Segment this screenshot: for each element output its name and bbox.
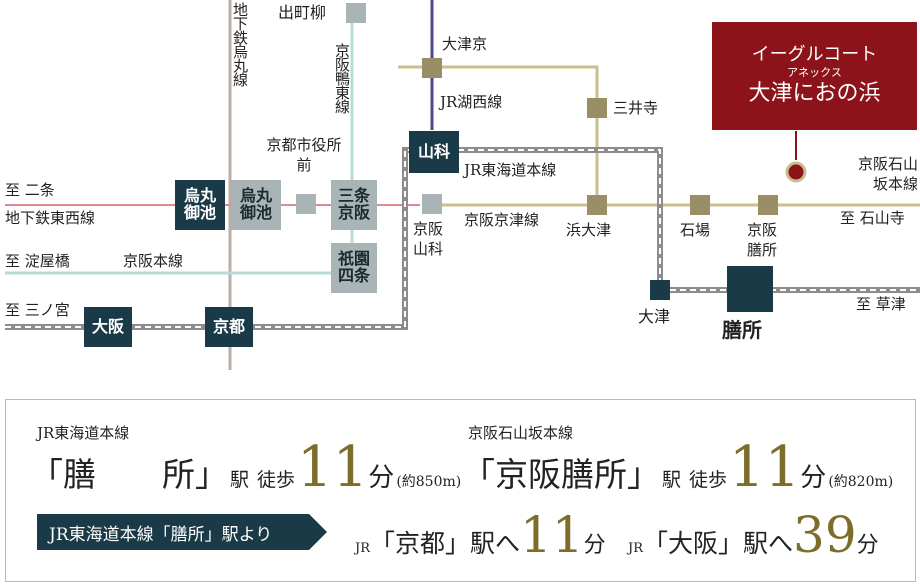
property-callout: イーグルコート アネックス 大津におの浜 [712,22,917,130]
from-zeze-banner: JR東海道本線「膳所」駅より [37,514,327,550]
label-kyoto-shiyakusho: 京都市役所前 [266,136,342,174]
info-eki-1: 駅 [230,469,250,491]
station-kyoto-label: 京都 [212,316,245,336]
property-name-line2: アネックス [787,65,842,79]
info-fun-3: 分 [583,533,606,558]
info-fun-1: 分 [368,463,395,493]
railway-lines [5,0,920,370]
label-miidera: 三井寺 [613,99,659,117]
label-zeze: 膳所 [722,318,762,342]
info-fun-2: 分 [800,463,827,493]
from-zeze-label: JR東海道本線「膳所」駅より [49,524,273,545]
jr-tokaido-line [5,147,920,330]
station-karasuma-oike-subway-box: 烏丸御池 [231,180,281,230]
info-walk-1-minutes: 11 [297,435,369,500]
station-yamashina-label: 山科 [417,141,450,161]
label-hamaotsu: 浜大津 [566,221,612,239]
property-name-line3: 大津におの浜 [748,81,881,107]
station-keihan-zeze-marker [758,195,778,215]
label-keihan-keishin-line: 京阪京津線 [464,211,540,229]
station-shiyakusho-marker [296,194,316,214]
station-karasuma-oike-label: 烏丸御池 [183,186,216,222]
info-jr-prefix-1: JR [355,541,370,556]
station-miidera-marker [587,98,607,118]
info-walk-jr: 「膳 所」 駅 徒歩 11 分 (約850m) [30,440,461,496]
label-karasuma-line: 地下鉄烏丸線 [231,2,249,86]
info-jr-line-label: JR東海道本線 [37,424,130,442]
info-walk-1-distance: (約850m) [396,474,462,490]
station-kyoto-box: 京都 [205,307,253,347]
label-ishiba: 石場 [680,221,711,239]
label-dest-ishiyamadera: 至 石山寺 [840,209,905,227]
station-sanjo-keihan-box: 三条京阪 [331,180,377,230]
info-keihan-zeze-station: 「京阪膳所」 [462,455,660,494]
property-marker-icon [785,161,807,183]
keihan-ishiyama-sakamoto-line [398,65,599,205]
label-keihan-main-line: 京阪本線 [123,252,184,270]
property-name-line1: イーグルコート [751,44,878,66]
label-tozai-line: 地下鉄東西線 [5,209,96,227]
info-to-kyoto-text: 「京都」駅へ [370,529,521,558]
station-otsukyo-marker [422,58,442,78]
station-otsu-marker [650,280,670,300]
label-keihan-zeze: 京阪膳所 [747,221,778,259]
label-dest-yodoyabashi: 至 淀屋橋 [5,252,70,270]
access-info-box [5,399,916,582]
info-to-osaka-text: 「大阪」駅へ [643,529,794,558]
station-osaka-label: 大阪 [91,316,124,336]
label-dest-nijo: 至 二条 [5,181,55,199]
station-keihan-yamashina-marker [422,194,442,214]
label-otsukyo: 大津京 [442,35,488,53]
label-keihan-oto-line: 京阪鴨東線 [333,43,351,113]
info-eki-2: 駅 [662,469,682,491]
info-walk-2-distance: (約820m) [828,474,894,490]
info-kyoto-minutes: 11 [520,506,584,564]
label-otsu: 大津 [638,307,671,326]
station-karasuma-oike-subway-label: 烏丸御池 [239,186,272,222]
station-demachiyanagi-marker [346,3,366,23]
info-zeze-station: 「膳 所」 [30,455,228,494]
label-dest-sannomiya: 至 三ノ宮 [5,301,70,319]
station-karasuma-oike-box: 烏丸御池 [175,180,225,230]
info-to-kyoto: JR 「京都」駅へ 11 分 [355,510,606,560]
label-keihan-ishiyama-line: 京阪石山坂本線 [857,155,918,193]
info-to-osaka: JR 「大阪」駅へ 39 分 [628,510,879,560]
info-walk-2: 徒歩 [689,469,728,491]
info-jr-prefix-2: JR [628,541,643,556]
station-yamashina-box: 山科 [409,131,459,173]
station-gion-shijo-box: 祇園四条 [331,243,377,293]
info-walk-1: 徒歩 [257,469,296,491]
info-fun-4: 分 [856,533,879,558]
station-hamaotsu-marker [587,195,607,215]
info-keihan-line-label: 京阪石山坂本線 [468,424,574,442]
label-jr-tokaido-line: JR東海道本線 [464,161,557,179]
station-sanjo-keihan-label: 三条京阪 [337,186,370,222]
label-demachiyanagi: 出町柳 [278,3,327,22]
info-walk-2-minutes: 11 [729,435,801,500]
info-osaka-minutes: 39 [793,506,857,564]
station-osaka-box: 大阪 [84,307,132,347]
station-gion-shijo-label: 祇園四条 [337,249,370,285]
info-walk-keihan: 「京阪膳所」 駅 徒歩 11 分 (約820m) [462,440,893,496]
label-keihan-yamashina: 京阪山科 [413,220,444,258]
label-dest-kusatsu: 至 草津 [856,295,906,313]
station-ishiba-marker [690,195,710,215]
label-jr-kosei-line: JR湖西線 [440,93,503,111]
station-zeze-marker [727,266,773,312]
